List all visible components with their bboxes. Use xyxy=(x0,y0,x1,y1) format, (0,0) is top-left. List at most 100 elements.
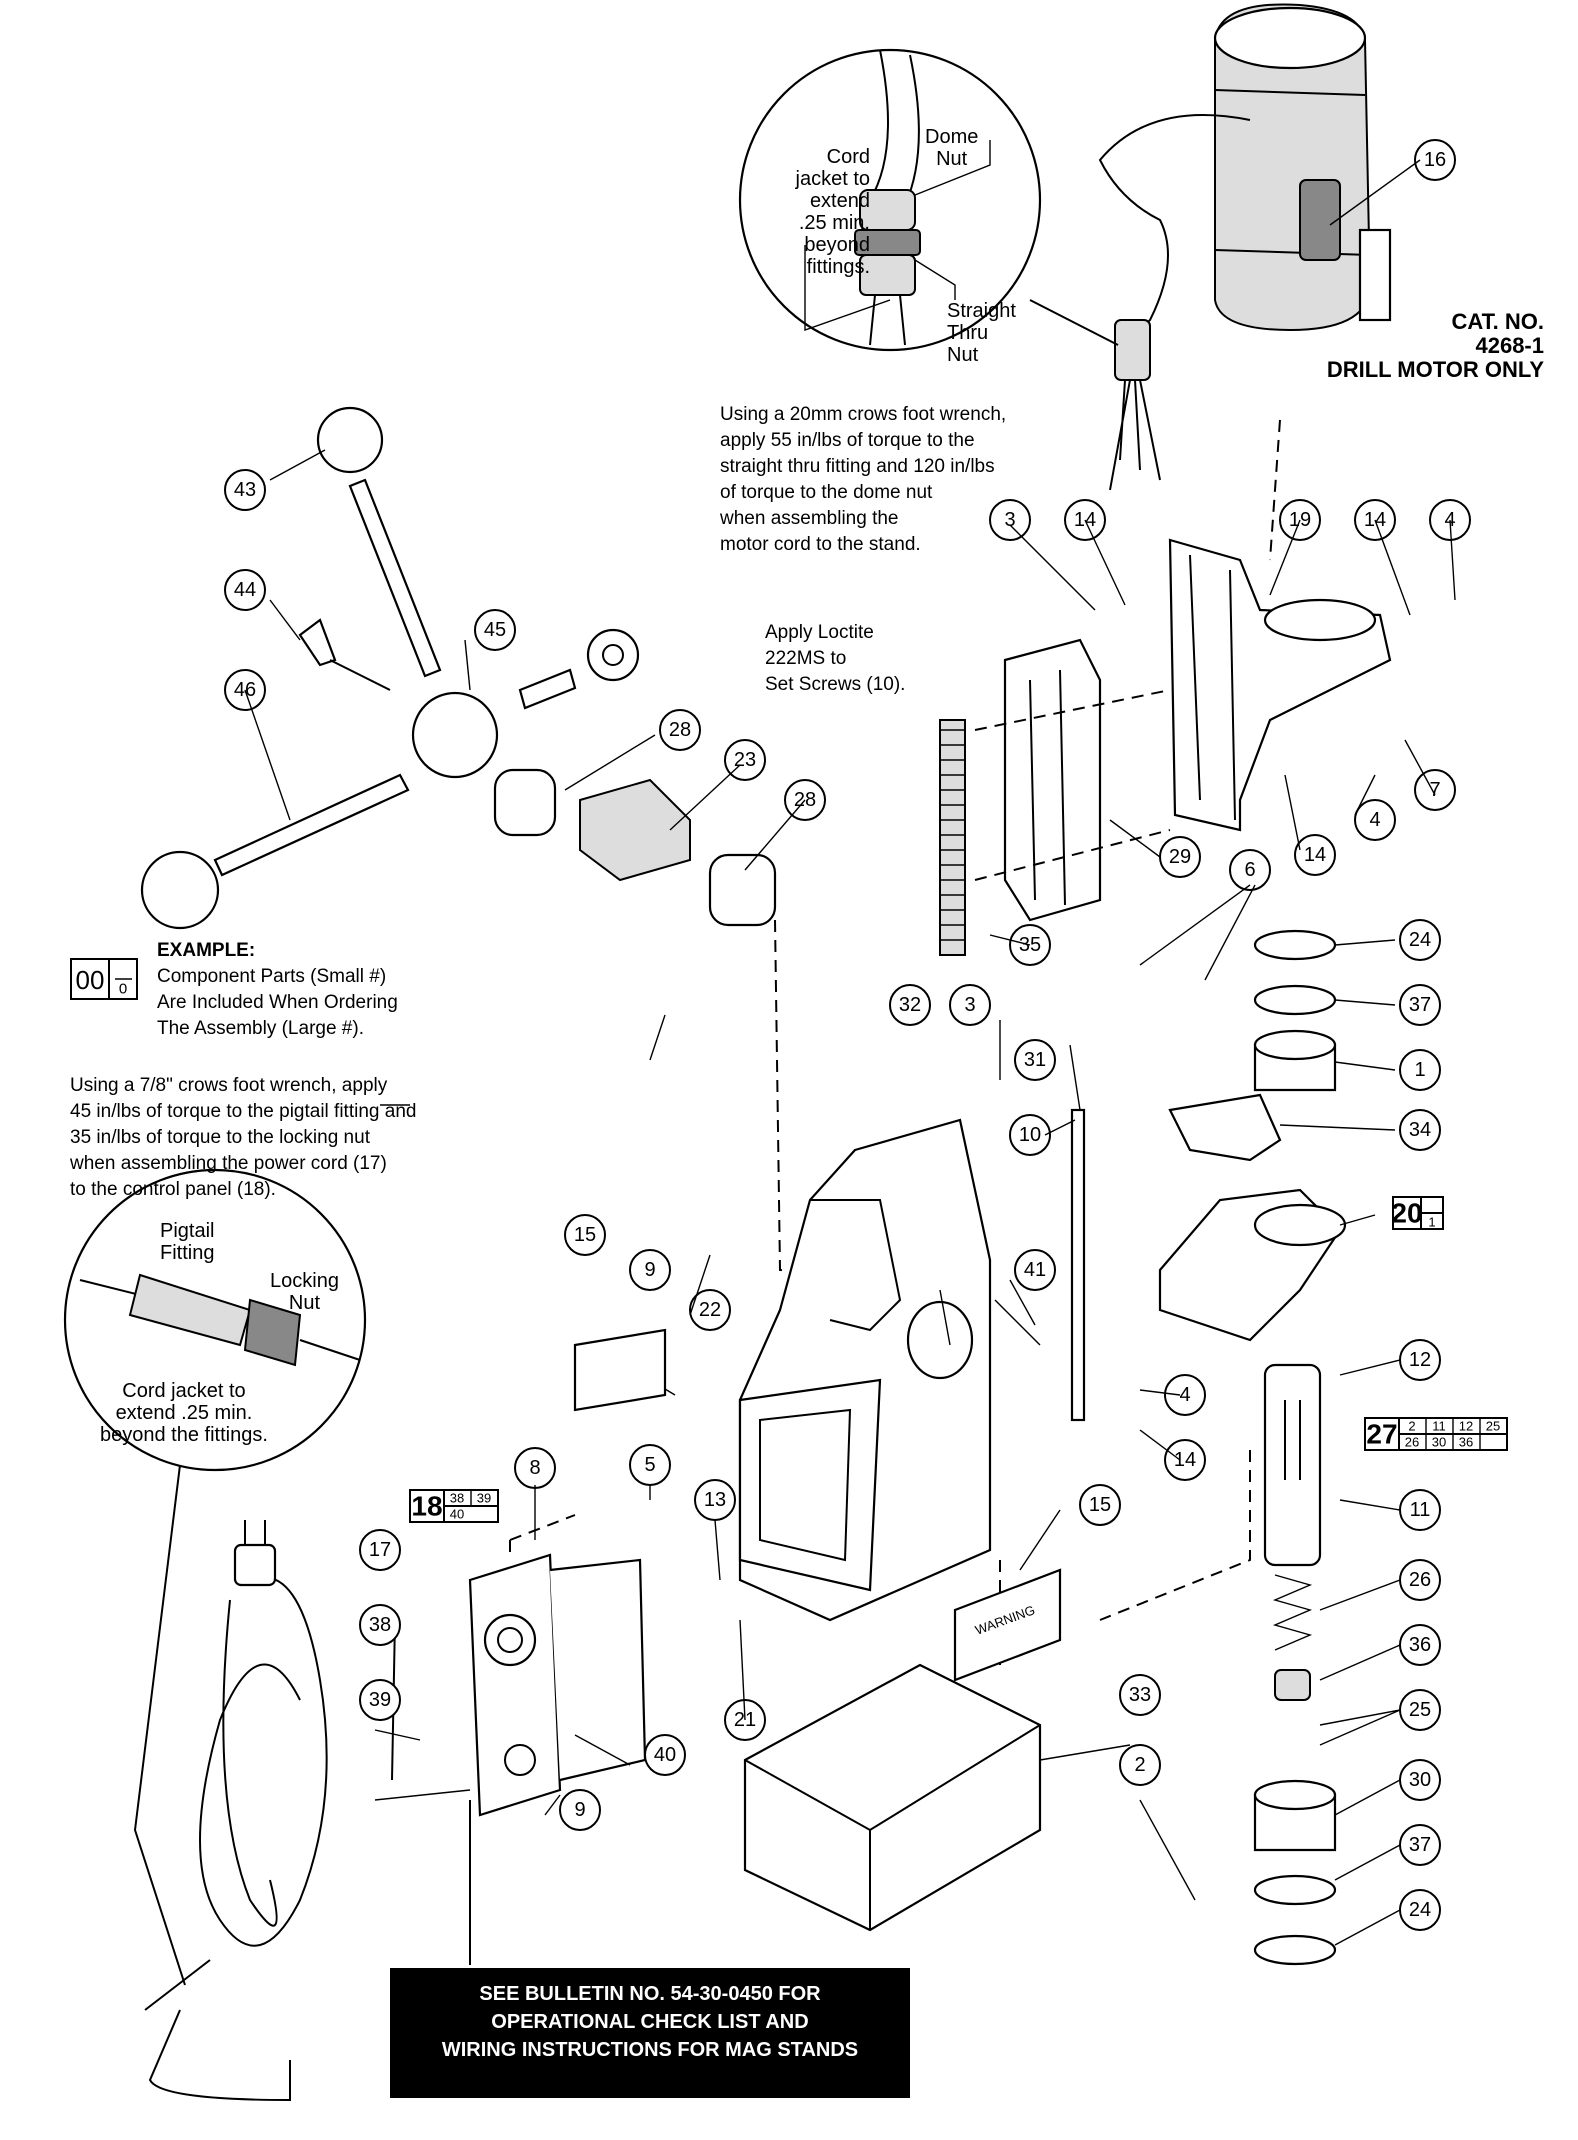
magnet-part xyxy=(743,1663,1042,1932)
bushing-lower-part xyxy=(708,853,777,927)
handle-rod-part xyxy=(348,478,442,678)
part-number-label: 15 xyxy=(574,1224,596,1246)
part-number-label: 9 xyxy=(574,1799,585,1821)
part-number-label: 5 xyxy=(644,1454,655,1476)
cat-no-description: DRILL MOTOR ONLY xyxy=(1326,357,1544,382)
part-bubble xyxy=(1014,1039,1056,1081)
part-bubble xyxy=(629,1249,671,1291)
dome-nut-label: Dome Nut xyxy=(925,126,979,170)
upper-stand-part xyxy=(1168,538,1392,832)
svg-text:20: 20 xyxy=(1391,1198,1422,1229)
part-number-label: 3 xyxy=(964,994,975,1016)
part-bubble xyxy=(224,569,266,611)
part-number-label: 30 xyxy=(1409,1769,1431,1791)
main-base-part xyxy=(738,1118,992,1622)
part-bubble xyxy=(1009,1114,1051,1156)
gib-part xyxy=(1070,1108,1086,1422)
part-bubble xyxy=(1399,1109,1441,1151)
handle-lower-part xyxy=(213,773,410,877)
part-number-label: 11 xyxy=(1410,1499,1431,1521)
warning-label-part: WARNING xyxy=(953,1568,1062,1682)
loctite-note: Apply Loctite 222MS to Set Screws (10). xyxy=(765,622,906,695)
part-number-label: 9 xyxy=(644,1259,655,1281)
part-number-label: 29 xyxy=(1169,846,1191,868)
bulletin-line-2: OPERATIONAL CHECK LIST AND xyxy=(491,2011,809,2033)
part-number-label: 33 xyxy=(1129,1684,1151,1706)
column-assembly xyxy=(1158,929,1347,1966)
svg-text:25: 25 xyxy=(1486,1419,1500,1434)
part-bubble xyxy=(1399,1049,1441,1091)
part-number-label: 16 xyxy=(1424,149,1446,171)
part-bubble xyxy=(889,984,931,1026)
motor-cord-fitting xyxy=(1109,319,1161,491)
part-number-label: 36 xyxy=(1409,1634,1431,1656)
svg-text:2: 2 xyxy=(1408,1419,1415,1434)
part-bubble xyxy=(1399,984,1441,1026)
part-number-label: 3 xyxy=(1004,509,1015,531)
part-number-label: 44 xyxy=(234,579,256,601)
part-number-label: 40 xyxy=(654,1744,676,1766)
label-plate-part xyxy=(573,1328,667,1412)
part-number-label: 4 xyxy=(1179,1384,1190,1406)
part-bubble xyxy=(359,1529,401,1571)
part-bubble xyxy=(689,1289,731,1331)
pigtail-fitting-label: Pigtail Fitting xyxy=(160,1220,215,1264)
svg-text:18: 18 xyxy=(411,1491,442,1522)
slide-part xyxy=(1003,638,1102,922)
part-bubble xyxy=(1119,1674,1161,1716)
part-number-label: 17 xyxy=(369,1539,391,1561)
motor-cord-torque-note: Using a 20mm crows foot wrench, apply 55… xyxy=(720,404,1007,555)
bulletin-line-3: WIRING INSTRUCTIONS FOR MAG STANDS xyxy=(441,2039,859,2061)
pin-part xyxy=(518,668,577,710)
part-number-label: 38 xyxy=(369,1614,391,1636)
part-number-label: 14 xyxy=(1174,1449,1196,1471)
bushing-part xyxy=(493,768,557,837)
part-bubble xyxy=(1414,769,1456,811)
part-number-label: 25 xyxy=(1409,1699,1431,1721)
part-number-label: 2 xyxy=(1134,1754,1145,1776)
part-number-label: 14 xyxy=(1304,844,1326,866)
part-number-label: 41 xyxy=(1024,1259,1046,1281)
part-bubble xyxy=(949,984,991,1026)
cord-fitting-detail xyxy=(854,49,921,346)
part-number-label: 37 xyxy=(1409,994,1431,1016)
assembly-18-box: 18 38 39 40 xyxy=(409,1489,499,1523)
straight-thru-nut-label: Straight Thru Nut xyxy=(947,300,1016,366)
part-bubble xyxy=(1079,1484,1121,1526)
part-number-label: 12 xyxy=(1409,1349,1431,1371)
part-number-label: 10 xyxy=(1019,1124,1041,1146)
part-bubble xyxy=(359,1604,401,1646)
part-bubble xyxy=(1164,1374,1206,1416)
power-cord-torque-note: Using a 7/8" crows foot wrench, apply 45… xyxy=(70,1075,417,1200)
part-bubble xyxy=(224,469,266,511)
part-number-label: 37 xyxy=(1409,1834,1431,1856)
assembly-27-box: 27 2 11 12 25 26 30 36 xyxy=(1364,1417,1508,1451)
rack-part xyxy=(939,719,966,956)
svg-text:1: 1 xyxy=(1428,1215,1435,1230)
svg-text:36: 36 xyxy=(1459,1435,1473,1450)
part-bubble xyxy=(564,1214,606,1256)
part-bubble xyxy=(1399,919,1441,961)
knob-part xyxy=(316,406,384,474)
cat-no-number: 4268-1 xyxy=(1475,333,1544,358)
cord-jacket-bottom-label: Cord jacket to extend .25 min. beyond th… xyxy=(100,1380,268,1446)
wing-knob-part xyxy=(298,618,337,667)
svg-text:40: 40 xyxy=(450,1507,464,1522)
part-bubble xyxy=(1294,834,1336,876)
pigtail-detail xyxy=(79,1273,361,1367)
part-number-label: 26 xyxy=(1409,1569,1431,1591)
part-number-label: 24 xyxy=(1409,1899,1431,1921)
svg-text:00: 00 xyxy=(76,965,105,995)
part-number-label: 31 xyxy=(1024,1049,1046,1071)
part-number-label: 39 xyxy=(369,1689,391,1711)
svg-text:0: 0 xyxy=(119,981,127,998)
part-number-label: 34 xyxy=(1409,1119,1431,1141)
knob-lower-part xyxy=(140,850,220,930)
part-bubble xyxy=(1119,1744,1161,1786)
part-bubble xyxy=(1229,849,1271,891)
part-number-label: 45 xyxy=(484,619,506,641)
part-number-label: 24 xyxy=(1409,929,1431,951)
svg-text:12: 12 xyxy=(1459,1419,1473,1434)
